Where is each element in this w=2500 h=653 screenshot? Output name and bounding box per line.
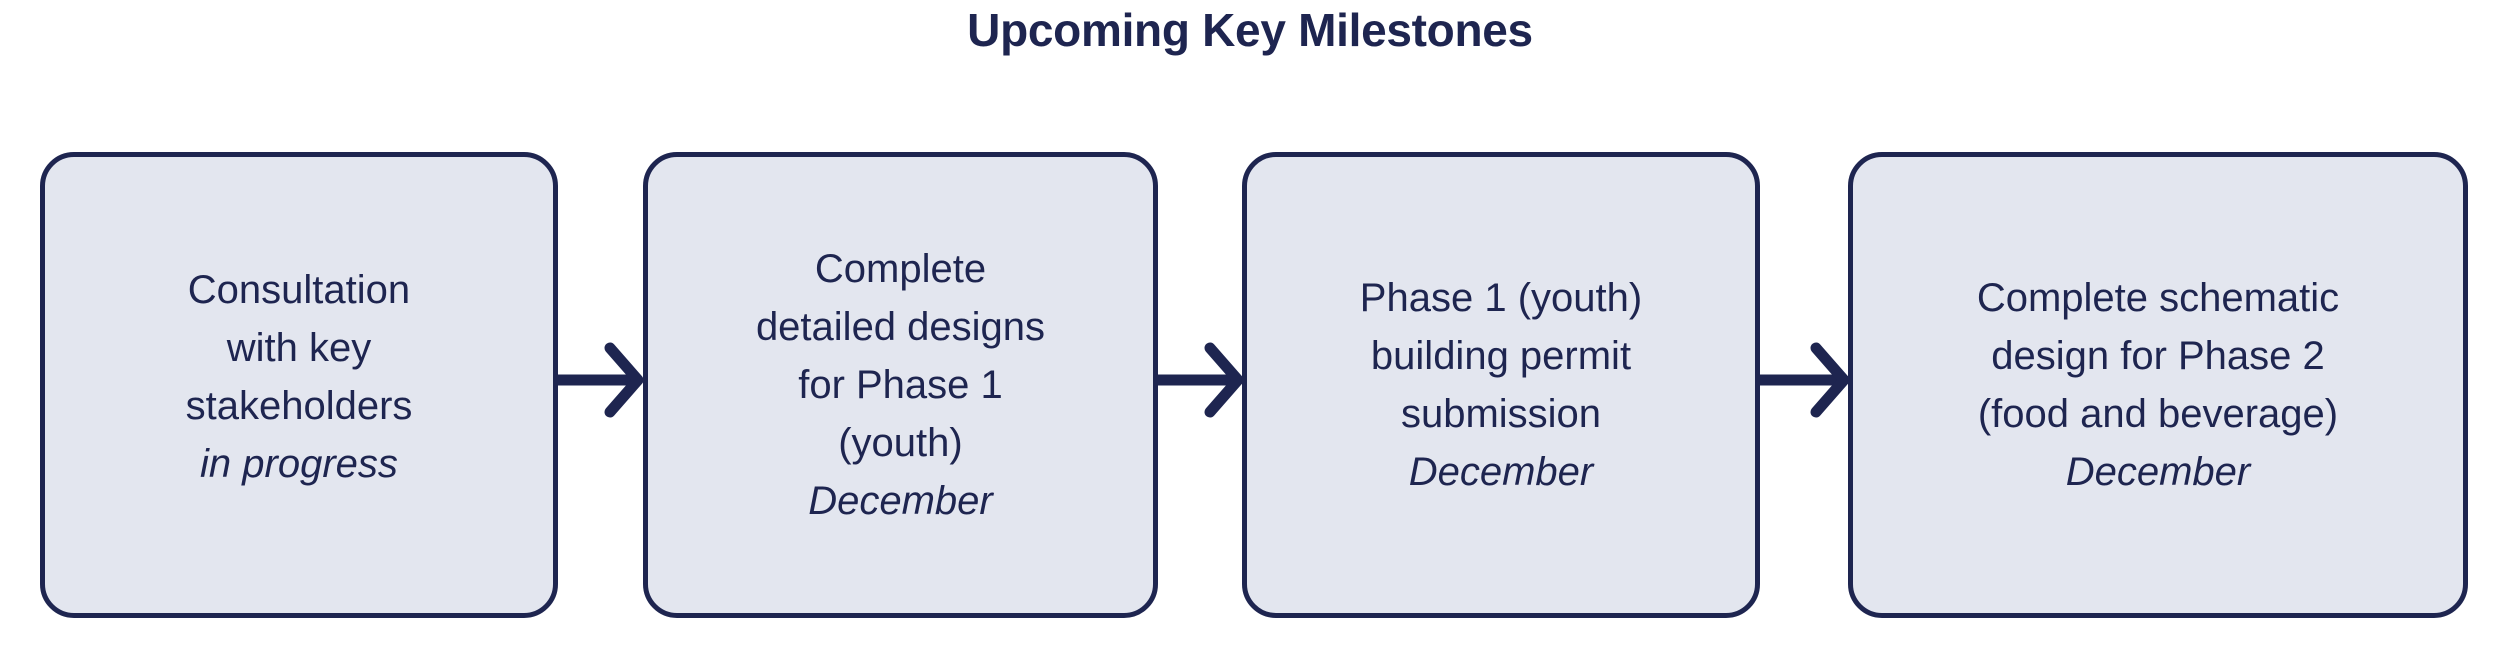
milestone-card-2-line-3: for Phase 1 bbox=[798, 363, 1003, 407]
milestone-card-1-status: in progress bbox=[200, 442, 398, 486]
milestone-card-1-line-1: Consultation bbox=[187, 268, 411, 312]
milestone-card-3-line-2: building permit bbox=[1370, 334, 1632, 378]
arrow-right-icon-2 bbox=[1156, 152, 1244, 618]
milestone-card-2-text: Complete detailed designs for Phase 1 (y… bbox=[756, 240, 1045, 530]
milestone-card-1-text: Consultation with key stakeholders in pr… bbox=[186, 261, 413, 493]
milestone-card-2-line-2: detailed designs bbox=[755, 305, 1046, 349]
milestone-card-2[interactable]: Complete detailed designs for Phase 1 (y… bbox=[643, 152, 1158, 618]
milestone-card-4-line-1: Complete schematic bbox=[1976, 276, 2340, 320]
milestone-card-3-line-1: Phase 1 (youth) bbox=[1359, 276, 1643, 320]
milestone-card-2-line-4: (youth) bbox=[838, 421, 963, 465]
milestone-card-2-line-1: Complete bbox=[814, 247, 987, 291]
milestone-card-3[interactable]: Phase 1 (youth) building permit submissi… bbox=[1242, 152, 1760, 618]
milestone-card-4-status: December bbox=[2065, 450, 2251, 494]
milestone-card-3-line-3: submission bbox=[1400, 392, 1602, 436]
milestone-card-4-text: Complete schematic design for Phase 2 (f… bbox=[1977, 269, 2339, 501]
milestone-flow-diagram: Consultation with key stakeholders in pr… bbox=[0, 152, 2500, 618]
page-title: Upcoming Key Milestones bbox=[967, 4, 1533, 56]
milestone-card-1-line-3: stakeholders bbox=[185, 384, 413, 428]
milestone-card-4-line-2: design for Phase 2 bbox=[1991, 334, 2325, 378]
milestone-card-1-line-2: with key bbox=[226, 326, 372, 370]
milestone-card-1[interactable]: Consultation with key stakeholders in pr… bbox=[40, 152, 558, 618]
milestone-card-4[interactable]: Complete schematic design for Phase 2 (f… bbox=[1848, 152, 2468, 618]
arrow-right-icon-3 bbox=[1758, 152, 1850, 618]
milestone-card-3-text: Phase 1 (youth) building permit submissi… bbox=[1360, 269, 1642, 501]
milestone-card-3-status: December bbox=[1408, 450, 1594, 494]
milestone-card-4-line-3: (food and beverage) bbox=[1977, 392, 2339, 436]
arrow-right-icon-1 bbox=[556, 152, 644, 618]
milestone-card-2-status: December bbox=[808, 479, 993, 523]
